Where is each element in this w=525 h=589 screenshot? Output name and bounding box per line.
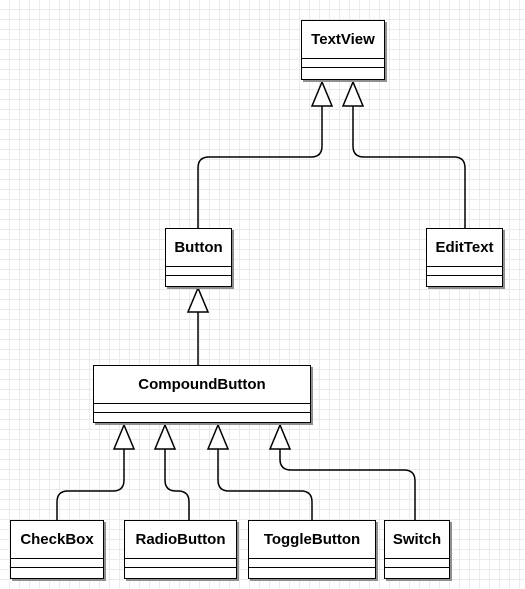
class-name: CompoundButton (94, 366, 310, 404)
generalization-arrowhead (206, 423, 230, 450)
class-attributes-compartment (11, 559, 103, 568)
class-attributes-compartment (249, 559, 375, 568)
class-name: RadioButton (125, 521, 236, 559)
class-name: Button (166, 229, 231, 267)
edge-radiobutton-compoundbutton (164, 449, 190, 522)
edge-button-textview (197, 106, 323, 232)
class-name: TextView (302, 21, 384, 59)
class-attributes-compartment (166, 267, 231, 276)
class-operations-compartment (249, 568, 375, 576)
class-name: Switch (385, 521, 449, 559)
generalization-arrowhead (186, 286, 210, 313)
generalization-arrowhead (153, 423, 177, 450)
class-attributes-compartment (94, 404, 310, 413)
class-operations-compartment (166, 276, 231, 284)
class-togglebutton[interactable]: ToggleButton (248, 520, 376, 579)
class-edittext[interactable]: EditText (426, 228, 503, 287)
class-name: CheckBox (11, 521, 103, 559)
edge-edittext-textview (352, 106, 466, 232)
class-switch[interactable]: Switch (384, 520, 450, 579)
class-radiobutton[interactable]: RadioButton (124, 520, 237, 579)
edge-switch-compoundbutton (279, 449, 416, 522)
class-operations-compartment (94, 413, 310, 421)
generalization-arrowhead (112, 423, 136, 450)
generalization-arrowhead (341, 80, 365, 107)
generalization-arrowhead (310, 80, 334, 107)
class-operations-compartment (385, 568, 449, 576)
class-name: ToggleButton (249, 521, 375, 559)
class-operations-compartment (125, 568, 236, 576)
class-attributes-compartment (302, 59, 384, 68)
class-operations-compartment (427, 276, 502, 284)
class-name: EditText (427, 229, 502, 267)
class-operations-compartment (302, 68, 384, 76)
generalization-arrowhead (268, 423, 292, 450)
class-attributes-compartment (385, 559, 449, 568)
edge-checkbox-compoundbutton (56, 449, 125, 522)
class-textview[interactable]: TextView (301, 20, 385, 80)
class-button[interactable]: Button (165, 228, 232, 287)
edge-togglebutton-compoundbutton (217, 449, 313, 522)
class-checkbox[interactable]: CheckBox (10, 520, 104, 579)
class-operations-compartment (11, 568, 103, 576)
class-attributes-compartment (125, 559, 236, 568)
class-compoundbutton[interactable]: CompoundButton (93, 365, 311, 423)
class-attributes-compartment (427, 267, 502, 276)
